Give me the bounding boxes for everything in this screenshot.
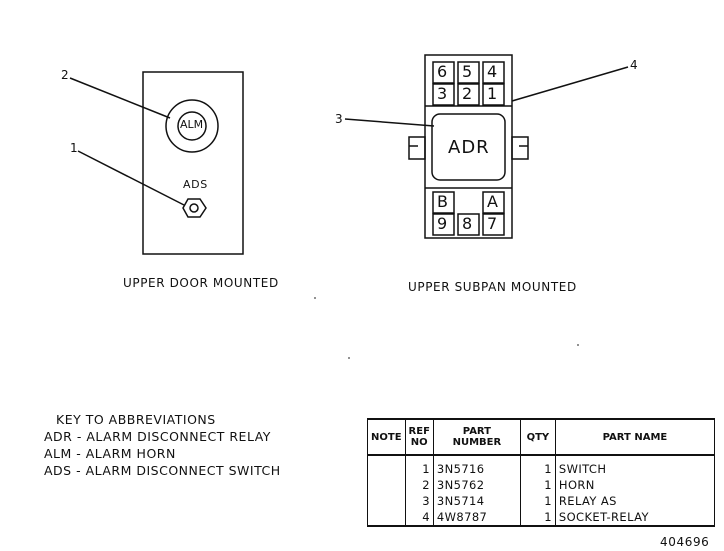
abbreviation-key: KEY TO ABBREVIATIONS ADR - ALARM DISCONN… <box>44 411 281 479</box>
callout-3: 3 <box>335 112 344 126</box>
part-name-cell: SWITCH <box>554 461 716 477</box>
switch-label: ADS <box>183 178 208 191</box>
pin-4: 4 <box>487 62 498 81</box>
ref-cell: 2 <box>404 477 434 493</box>
key-item: ALM - ALARM HORN <box>44 446 176 461</box>
pin-6: 6 <box>437 62 448 81</box>
header-note: NOTE <box>367 419 406 455</box>
part-name-cell: HORN <box>554 477 716 493</box>
pin-2: 2 <box>462 84 473 103</box>
table-row: 2 3N5762 1 HORN <box>367 477 716 493</box>
callout-1: 1 <box>70 141 79 155</box>
relay-label: ADR <box>448 137 490 158</box>
key-item: ADR - ALARM DISCONNECT RELAY <box>44 429 271 444</box>
part-number-cell: 3N5716 <box>432 461 521 477</box>
qty-cell: 1 <box>519 493 556 509</box>
ref-cell: 4 <box>404 509 434 526</box>
subpan-caption: UPPER SUBPAN MOUNTED <box>408 280 577 294</box>
qty-cell: 1 <box>519 461 556 477</box>
figure-number: 404696 <box>660 535 710 549</box>
qty-cell: 1 <box>519 509 556 526</box>
header-ref: REF NO <box>404 419 434 455</box>
parts-table: NOTE REF NO PART NUMBER QTY PART NAME 1 … <box>367 418 716 527</box>
table-row: 4 4W8787 1 SOCKET-RELAY <box>367 509 716 526</box>
part-number-cell: 4W8787 <box>432 509 521 526</box>
door-panel <box>142 71 244 255</box>
callout-4: 4 <box>630 58 639 72</box>
pin-7: 7 <box>487 214 498 233</box>
pin-5: 5 <box>462 62 473 81</box>
callout-2: 2 <box>61 68 70 82</box>
key-item: ADS - ALARM DISCONNECT SWITCH <box>44 463 281 478</box>
alarm-horn-outer <box>165 99 219 153</box>
ref-cell: 3 <box>404 493 434 509</box>
part-number-cell: 3N5714 <box>432 493 521 509</box>
alarm-switch-hex <box>182 198 207 218</box>
header-part-number: PART NUMBER <box>432 419 521 455</box>
pin-9: 9 <box>437 214 448 233</box>
door-caption: UPPER DOOR MOUNTED <box>123 276 279 290</box>
part-name-cell: RELAY AS <box>554 493 716 509</box>
part-number-cell: 3N5762 <box>432 477 521 493</box>
pin-b: B <box>437 192 448 211</box>
pin-1: 1 <box>487 84 498 103</box>
alarm-disconnect-relay <box>431 113 506 181</box>
key-title: KEY TO ABBREVIATIONS <box>56 412 216 427</box>
pin-a: A <box>487 192 498 211</box>
pin-3: 3 <box>437 84 448 103</box>
table-row: 3 3N5714 1 RELAY AS <box>367 493 716 509</box>
header-part-name: PART NAME <box>554 419 716 455</box>
qty-cell: 1 <box>519 477 556 493</box>
ref-cell: 1 <box>404 461 434 477</box>
table-row: 1 3N5716 1 SWITCH <box>367 461 716 477</box>
pin-8: 8 <box>462 214 473 233</box>
horn-label: ALM <box>180 118 204 131</box>
alarm-horn-inner <box>177 111 207 141</box>
header-qty: QTY <box>519 419 556 455</box>
part-name-cell: SOCKET-RELAY <box>554 509 716 526</box>
